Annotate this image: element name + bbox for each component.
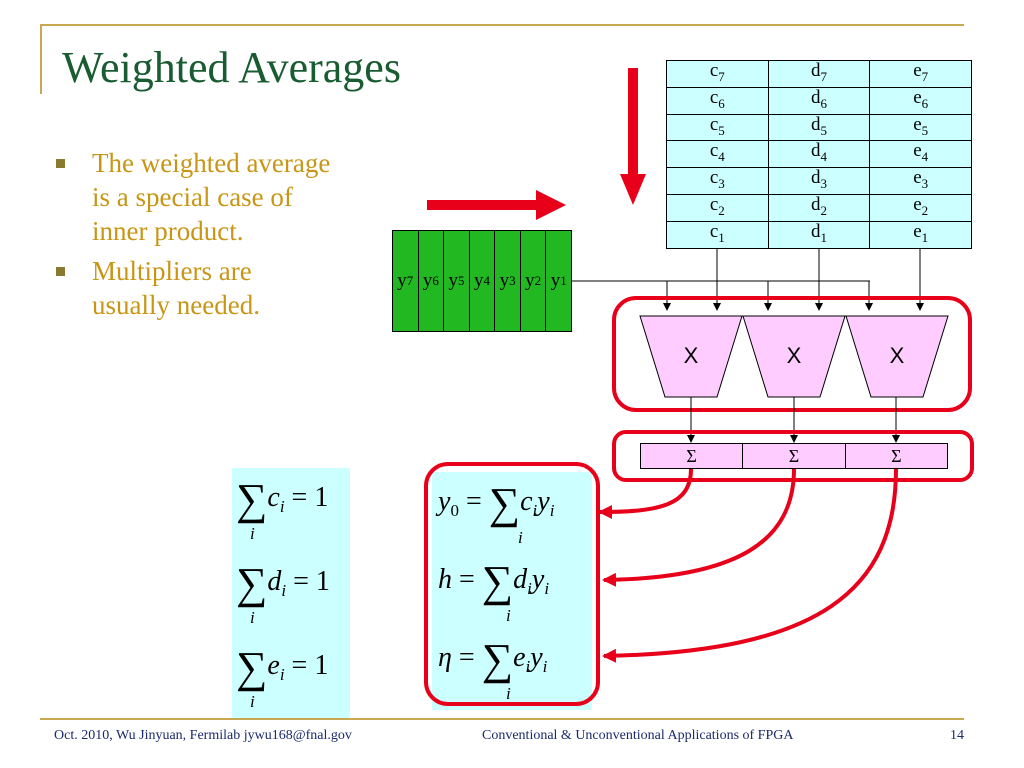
top-rule	[40, 24, 964, 26]
output-panel	[432, 472, 592, 710]
constraint-equation: ∑di = 1 i	[236, 559, 330, 627]
footer-course: Conventional & Unconventional Applicatio…	[482, 728, 794, 743]
bullet-item: Multipliers are usually needed.	[56, 254, 336, 322]
result-arrow	[602, 468, 796, 587]
output-group-outline	[424, 462, 600, 706]
coefficient-cell: e1	[869, 220, 972, 249]
bottom-rule	[40, 718, 964, 720]
result-arrow	[598, 468, 693, 519]
coefficient-cell: c1	[666, 220, 769, 249]
multiplier-label: X	[786, 343, 802, 368]
constraint-equation: ∑ci = 1 i	[236, 475, 329, 543]
footer-author: Oct. 2010, Wu Jinyuan, Fermilab jywu168@…	[54, 728, 352, 743]
down-arrow-icon	[620, 68, 646, 205]
right-arrow-icon	[427, 190, 566, 220]
product-bus	[687, 397, 900, 443]
coefficient-cell: d7	[767, 60, 871, 88]
coefficient-cell: e4	[869, 140, 972, 169]
coefficient-cell: e2	[869, 193, 972, 222]
accumulator-cell: Σ	[641, 444, 744, 468]
coefficient-cell: d5	[767, 113, 871, 142]
coefficient-cell: e6	[869, 86, 972, 115]
left-rule	[40, 24, 42, 94]
slide-title: Weighted Averages	[62, 43, 401, 92]
multiplier-shape	[639, 315, 743, 398]
coefficient-cell: d2	[767, 193, 871, 222]
constraint-equation: ∑ei = 1 i	[236, 643, 329, 711]
coefficient-cell: e3	[869, 167, 972, 195]
multiplier-label: X	[889, 343, 905, 368]
multiplier-shape	[845, 315, 949, 398]
result-arrow	[602, 468, 898, 663]
coefficient-cell: c2	[666, 193, 769, 222]
y-bus	[572, 280, 873, 311]
coefficient-cell: c5	[666, 113, 769, 142]
accumulator-row: Σ Σ Σ	[640, 443, 948, 469]
multiplier-group-outline	[612, 296, 972, 412]
coefficient-cell: c6	[666, 86, 769, 115]
bullet-square-icon	[56, 267, 65, 276]
coefficient-cell: c4	[666, 140, 769, 169]
bullet-list: The weighted average is a special case o…	[56, 146, 336, 328]
coefficient-cell: e7	[869, 60, 972, 88]
bullet-item: The weighted average is a special case o…	[56, 146, 336, 248]
coefficient-cell: d6	[767, 86, 871, 115]
coefficient-cell: c3	[666, 167, 769, 195]
bullet-square-icon	[56, 159, 65, 168]
coefficient-cell: d3	[767, 167, 871, 195]
coefficient-cell: c7	[666, 60, 769, 88]
multiplier-shape	[742, 315, 846, 398]
coefficient-cell: d1	[767, 220, 871, 249]
accumulator-cell: Σ	[891, 445, 902, 466]
page-number: 14	[950, 728, 964, 743]
output-equation: y0 = ∑ciyi i	[438, 479, 555, 547]
multiplier-label: X	[683, 343, 699, 368]
constraint-panel	[232, 468, 350, 718]
coefficient-cell: e5	[869, 113, 972, 142]
output-equation: h = ∑diyi i	[438, 557, 550, 625]
coefficient-cell: d4	[767, 140, 871, 169]
output-equation: η = ∑eiyi i	[438, 635, 548, 703]
accumulator-cell: Σ	[743, 444, 846, 468]
